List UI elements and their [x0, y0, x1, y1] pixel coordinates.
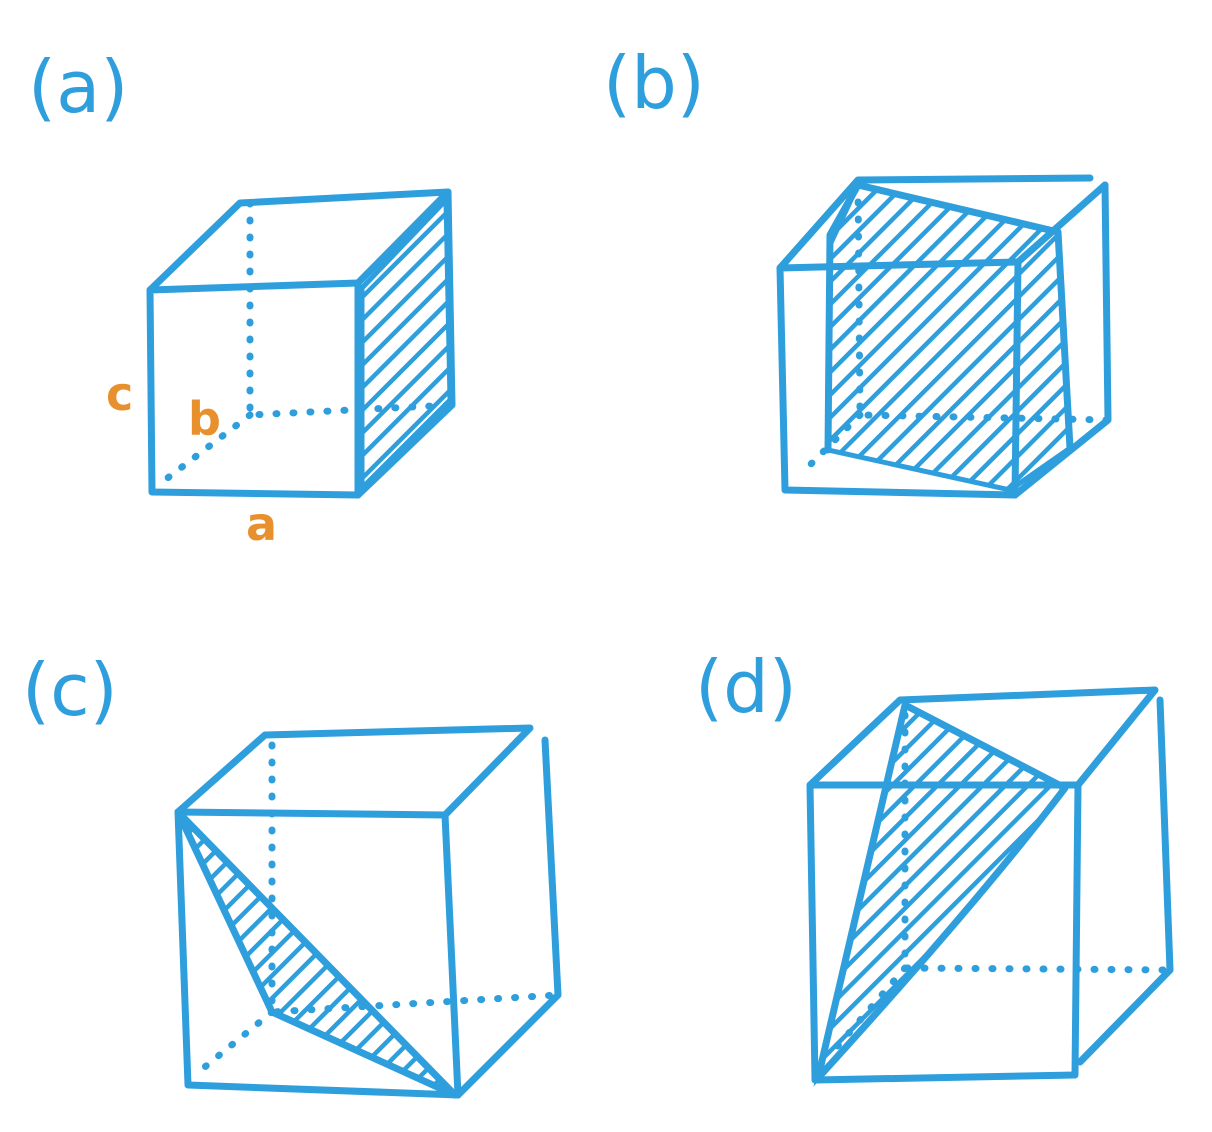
- cube-b-hidden-edges: [801, 181, 1112, 474]
- cube-c-right-edge: [454, 736, 562, 1099]
- cube-a-front-face: [146, 279, 362, 499]
- dimension-label-c: c: [106, 367, 133, 421]
- cube-d-shaded-triangle: [813, 701, 1069, 1087]
- cube-b-shaded-plane: [825, 182, 1073, 493]
- cube-d-edges: [806, 686, 1174, 1084]
- cube-a-top-face: [146, 188, 452, 294]
- cube-d-top-face: [806, 686, 1159, 789]
- panel-b: (b): [603, 41, 1112, 499]
- panel-label-a: (a): [28, 45, 128, 129]
- cube-d-hidden-edges: [826, 711, 1174, 1059]
- cube-d-front-face: [806, 781, 1082, 1084]
- panel-label-c: (c): [22, 648, 118, 732]
- dimension-label-b: b: [188, 392, 221, 446]
- cube-d-right-edge: [1076, 696, 1174, 1066]
- cube-c-edges: [174, 724, 562, 1099]
- panel-c: (c): [22, 648, 562, 1099]
- panel-label-d: (d): [695, 645, 797, 729]
- cube-a-hidden-edges: [161, 199, 456, 484]
- cube-b-edges: [776, 174, 1112, 499]
- panel-a: (a) c b a: [28, 45, 456, 551]
- cube-b-plane-edges: [824, 181, 1074, 454]
- cube-d-triangle-edges: [814, 701, 1069, 1082]
- cube-c-triangle-edges: [174, 808, 459, 1099]
- cube-c-top-face: [174, 724, 534, 819]
- cube-c-hidden-edges: [191, 741, 562, 1079]
- cube-b-top-face: [776, 174, 1109, 272]
- cube-a-shaded-face: [359, 193, 453, 495]
- panel-label-b: (b): [603, 41, 705, 125]
- panel-d: (d): [695, 645, 1174, 1087]
- dimension-label-a: a: [246, 497, 277, 551]
